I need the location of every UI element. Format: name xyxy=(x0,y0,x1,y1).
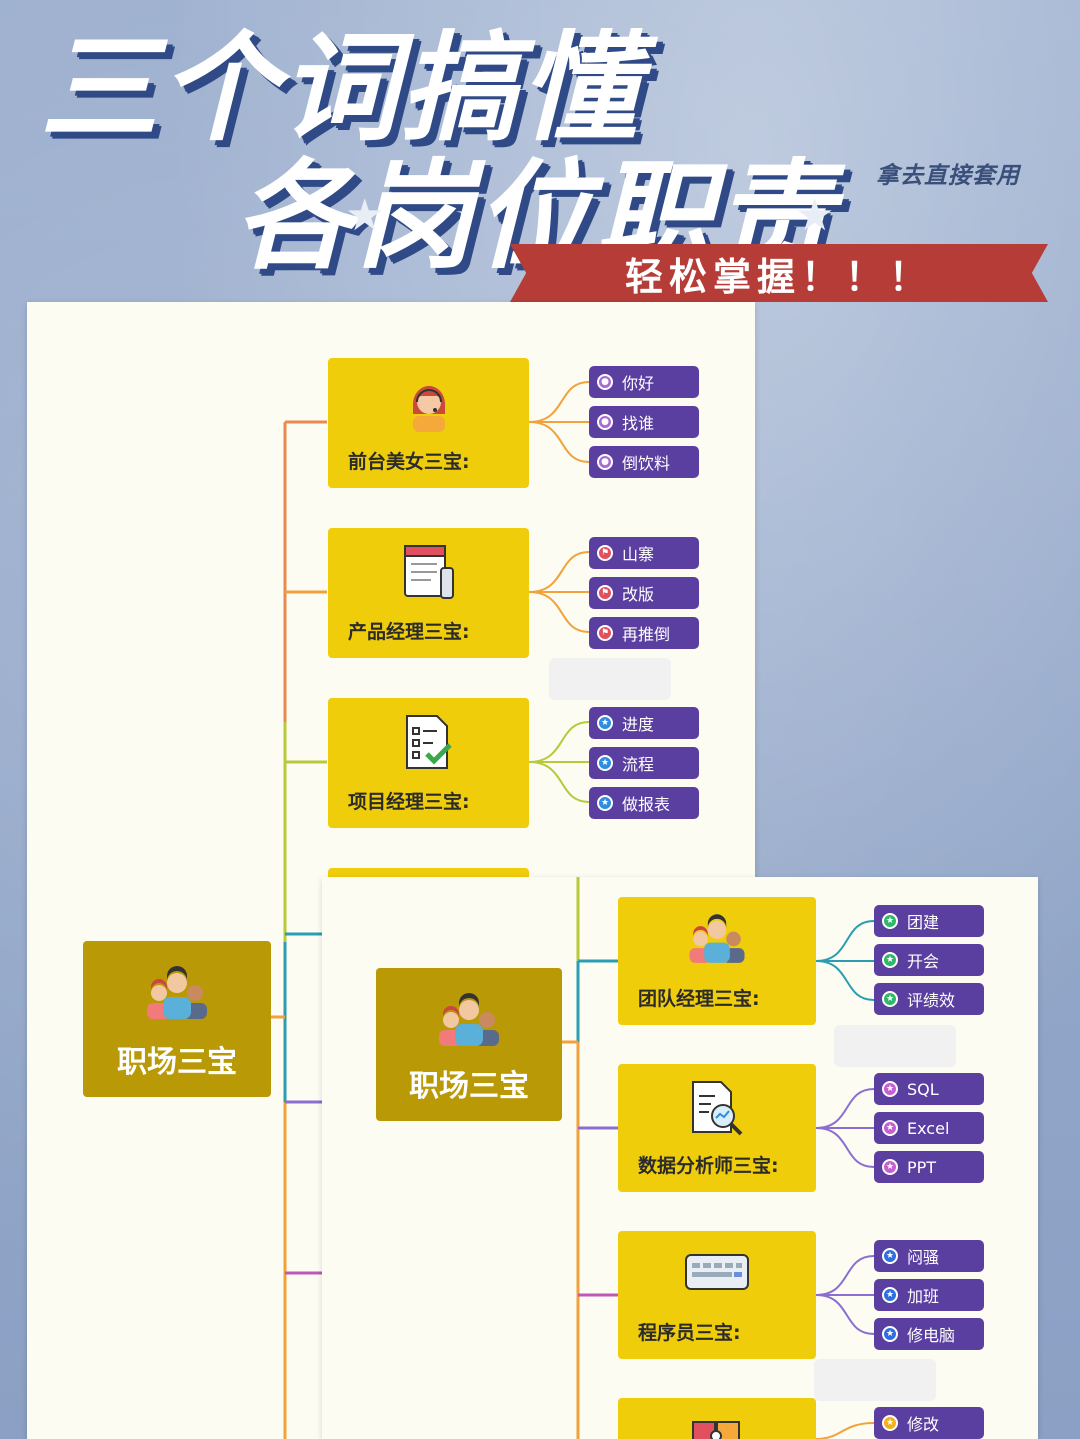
star-circle-icon: ★ xyxy=(882,991,898,1007)
role-label: 前台美女三宝: xyxy=(348,451,470,473)
leaf-pill[interactable]: ● 你好 xyxy=(589,366,699,398)
leaf-pill[interactable]: ⚑ 山寨 xyxy=(589,537,699,569)
leaf-label: 团建 xyxy=(907,913,940,932)
star-circle-icon: ★ xyxy=(882,1326,898,1342)
user-circle-icon: ● xyxy=(597,374,613,390)
root-node-left[interactable]: 职场三宝 xyxy=(83,941,271,1097)
leaf-label: 修电脑 xyxy=(907,1326,956,1345)
leaf-pill[interactable]: ★ 加班 xyxy=(874,1279,984,1311)
star-circle-icon: ★ xyxy=(882,1120,898,1136)
root-label: 职场三宝 xyxy=(117,1045,237,1080)
star-circle-icon: ★ xyxy=(597,715,613,731)
leaf-pill[interactable]: ★ 闷骚 xyxy=(874,1240,984,1272)
leaf-label: 山寨 xyxy=(622,545,655,564)
document-icon xyxy=(401,544,457,606)
flag-circle-icon: ⚑ xyxy=(597,585,613,601)
checklist-icon xyxy=(403,714,455,776)
role-label: 数据分析师三宝: xyxy=(638,1155,779,1177)
star-circle-icon: ★ xyxy=(882,952,898,968)
leaf-label: 加班 xyxy=(907,1287,940,1306)
leaf-label: 修改 xyxy=(907,1415,940,1434)
leaf-label: 倒饮料 xyxy=(622,454,671,473)
banner: 轻松掌握！！！ xyxy=(510,244,1048,302)
leaf-pill[interactable]: ★ 做报表 xyxy=(589,787,699,819)
role-card-project-manager[interactable]: 项目经理三宝: xyxy=(328,698,529,828)
leaf-pill[interactable]: ★ 流程 xyxy=(589,747,699,779)
role-card-receptionist[interactable]: 前台美女三宝: xyxy=(328,358,529,488)
role-card-data-analyst[interactable]: 数据分析师三宝: xyxy=(618,1064,816,1192)
flag-circle-icon: ⚑ xyxy=(597,545,613,561)
root-label: 职场三宝 xyxy=(409,1069,529,1104)
watermark xyxy=(834,1025,956,1067)
star-circle-icon: ★ xyxy=(597,755,613,771)
leaf-pill[interactable]: ★ 评绩效 xyxy=(874,983,984,1015)
star-circle-icon: ★ xyxy=(597,795,613,811)
team-icon xyxy=(684,913,750,969)
leaf-pill[interactable]: ★ 开会 xyxy=(874,944,984,976)
role-label: 产品经理三宝: xyxy=(348,621,470,643)
team-icon xyxy=(141,965,213,1029)
team-icon xyxy=(433,992,505,1056)
leaf-label: 开会 xyxy=(907,952,940,971)
leaf-label: 找谁 xyxy=(622,414,655,433)
leaf-pill[interactable]: ★ 进度 xyxy=(589,707,699,739)
mindmap-panel-right: 职场三宝 团队经理三宝: ★ 团建 ★ 开会 ★ 评绩效 xyxy=(322,877,1038,1439)
subtitle: 拿去直接套用 xyxy=(876,163,1020,189)
leaf-label: 你好 xyxy=(622,374,655,393)
flag-circle-icon: ⚑ xyxy=(597,625,613,641)
leaf-label: PPT xyxy=(907,1157,937,1177)
watermark xyxy=(814,1359,936,1401)
leaf-pill[interactable]: ● 倒饮料 xyxy=(589,446,699,478)
leaf-label: 做报表 xyxy=(622,795,671,814)
root-node-right[interactable]: 职场三宝 xyxy=(376,968,562,1121)
leaf-pill[interactable]: ★ 修改 xyxy=(874,1407,984,1439)
report-search-icon xyxy=(689,1080,745,1142)
star-icon: ★ xyxy=(345,190,385,241)
leaf-pill[interactable]: ★ 团建 xyxy=(874,905,984,937)
leaf-pill[interactable]: ⚑ 改版 xyxy=(589,577,699,609)
leaf-label: Excel xyxy=(907,1118,950,1138)
leaf-label: 进度 xyxy=(622,715,655,734)
user-circle-icon: ● xyxy=(597,414,613,430)
keyboard-icon xyxy=(684,1253,750,1297)
receptionist-icon xyxy=(405,374,453,438)
leaf-label: 闷骚 xyxy=(907,1248,940,1267)
leaf-pill[interactable]: ● 找谁 xyxy=(589,406,699,438)
watermark xyxy=(549,658,671,700)
leaf-label: 改版 xyxy=(622,585,655,604)
star-circle-icon: ★ xyxy=(882,913,898,929)
role-label: 程序员三宝: xyxy=(638,1322,741,1344)
star-circle-icon: ★ xyxy=(882,1248,898,1264)
user-circle-icon: ● xyxy=(597,454,613,470)
puzzle-icon xyxy=(691,1416,743,1439)
role-card-partial[interactable] xyxy=(618,1398,816,1439)
star-circle-icon: ★ xyxy=(882,1159,898,1175)
role-card-programmer[interactable]: 程序员三宝: xyxy=(618,1231,816,1359)
leaf-label: 再推倒 xyxy=(622,625,671,644)
star-circle-icon: ★ xyxy=(882,1287,898,1303)
connector-lines xyxy=(562,877,875,1439)
connector-lines xyxy=(271,381,590,1439)
leaf-pill[interactable]: ★ 修电脑 xyxy=(874,1318,984,1350)
leaf-pill[interactable]: ★ SQL xyxy=(874,1073,984,1105)
star-icon: ★ xyxy=(795,190,835,241)
role-card-product-manager[interactable]: 产品经理三宝: xyxy=(328,528,529,658)
leaf-pill[interactable]: ★ PPT xyxy=(874,1151,984,1183)
title-line-1: 三个词搞懂 xyxy=(40,19,641,157)
star-circle-icon: ★ xyxy=(882,1081,898,1097)
star-circle-icon: ★ xyxy=(882,1415,898,1431)
role-label: 团队经理三宝: xyxy=(638,988,760,1010)
leaf-pill[interactable]: ★ Excel xyxy=(874,1112,984,1144)
leaf-pill[interactable]: ⚑ 再推倒 xyxy=(589,617,699,649)
leaf-label: 流程 xyxy=(622,755,655,774)
role-card-team-manager[interactable]: 团队经理三宝: xyxy=(618,897,816,1025)
role-label: 项目经理三宝: xyxy=(348,791,470,813)
leaf-label: SQL xyxy=(907,1079,939,1099)
leaf-label: 评绩效 xyxy=(907,991,956,1010)
